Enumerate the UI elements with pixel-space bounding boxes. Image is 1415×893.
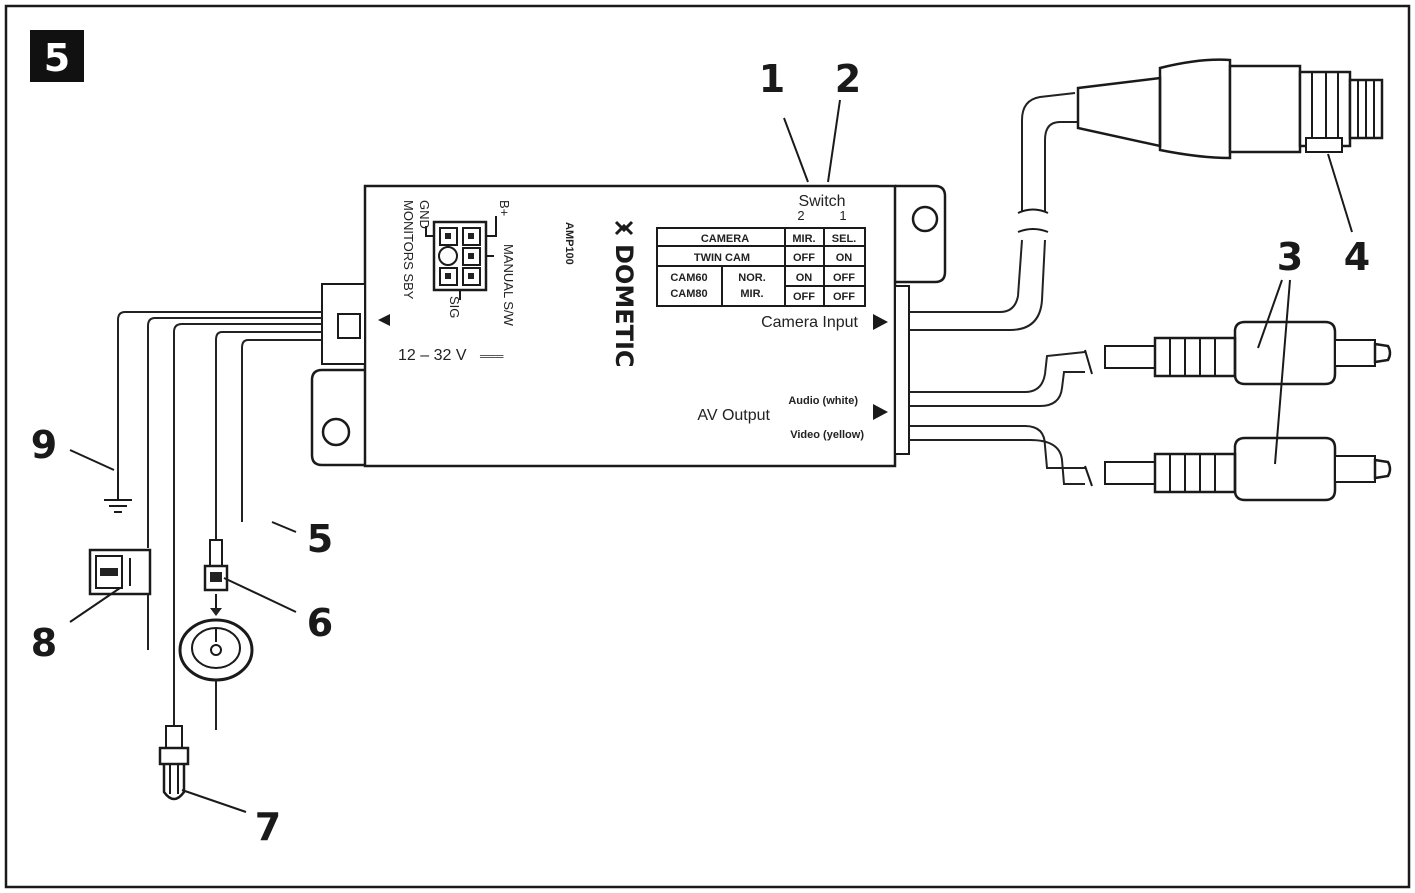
- model-label: AMP100: [563, 222, 575, 265]
- table-twin-cam: TWIN CAM: [694, 252, 750, 264]
- callout-line-5: [271, 521, 297, 533]
- video-label: Video (yellow): [790, 429, 864, 441]
- mount-tab-left: [310, 368, 368, 467]
- left-connector-plug: [337, 313, 361, 339]
- button-connector: [203, 539, 229, 616]
- camera-connector: [1076, 58, 1384, 160]
- callout-8: 8: [31, 621, 57, 665]
- callout-4: 4: [1344, 235, 1370, 279]
- blade-connector: [88, 548, 152, 650]
- brand-logo: DOMETIC: [610, 220, 638, 368]
- callout-9: 9: [31, 423, 57, 467]
- table-twin-sel: ON: [836, 252, 853, 264]
- left-arrow-icon: [378, 314, 390, 326]
- brand-name: DOMETIC: [610, 244, 638, 368]
- ground-icon: [104, 472, 132, 513]
- av-cables: [909, 349, 1093, 487]
- camera-input-label: Camera Input: [761, 314, 858, 331]
- pin-label-gnd: GND: [417, 200, 432, 229]
- callout-line-4: [1327, 153, 1353, 233]
- callout-2: 2: [835, 57, 861, 101]
- table-cam60-sel: OFF: [833, 272, 855, 284]
- table-cam80: CAM80: [670, 288, 707, 300]
- callout-line-3b: [1274, 279, 1291, 465]
- table-nor: NOR.: [738, 272, 766, 284]
- table-twin-mir: OFF: [793, 252, 815, 264]
- table-header-mir: MIR.: [792, 233, 815, 245]
- table-cam80-sel: OFF: [833, 291, 855, 303]
- rca-plug-video: [1104, 436, 1392, 502]
- callout-1: 1: [759, 57, 785, 101]
- audio-label: Audio (white): [788, 395, 858, 407]
- voltage-dc-symbol: ═══: [479, 351, 504, 363]
- av-output-label: AV Output: [697, 407, 770, 424]
- switch-col-2: 2: [797, 208, 804, 223]
- pin-connector: [425, 216, 497, 300]
- table-header-sel: SEL.: [832, 233, 856, 245]
- pin-label-monitors: MONITORS SBY: [401, 200, 416, 300]
- voltage-label: 12 – 32 V: [398, 347, 467, 364]
- table-cam80-mir: OFF: [793, 291, 815, 303]
- av-output-arrow-icon: [873, 404, 888, 420]
- switch-title: Switch: [798, 193, 845, 210]
- callout-line-8: [69, 587, 121, 623]
- camera-input-arrow-icon: [873, 314, 888, 330]
- mount-hole-right: [911, 205, 939, 233]
- rca-plug-audio: [1104, 320, 1392, 386]
- pin-label-manual: MANUAL S/W: [501, 244, 516, 327]
- callout-line-6: [223, 577, 297, 613]
- callout-3: 3: [1277, 235, 1303, 279]
- callout-line-7: [181, 789, 247, 813]
- table-mir: MIR.: [740, 288, 763, 300]
- pin-label-sig: SIG: [447, 296, 462, 318]
- table-cam60-mir: ON: [796, 272, 813, 284]
- switch-col-1: 1: [839, 208, 846, 223]
- left-harness: [117, 311, 322, 726]
- right-connector-strip: [894, 285, 910, 455]
- mount-tab-right: [895, 184, 947, 284]
- callout-line-9: [69, 449, 115, 471]
- callout-line-1: [783, 117, 809, 183]
- callout-5: 5: [307, 517, 333, 561]
- callout-line-2: [827, 99, 841, 183]
- switch-table: [656, 227, 866, 307]
- callout-6: 6: [307, 601, 333, 645]
- fuse-terminal: [158, 725, 190, 801]
- figure-number-badge: [30, 30, 84, 82]
- brand-chevron-icon: [614, 220, 634, 236]
- pin-label-bplus: B+: [497, 200, 512, 216]
- figure-frame: [4, 4, 1411, 889]
- callout-7: 7: [255, 805, 281, 849]
- figure-number: 5: [44, 36, 70, 80]
- table-cam60: CAM60: [670, 272, 707, 284]
- mount-hole-left: [321, 417, 351, 447]
- callout-line-3a: [1257, 279, 1283, 349]
- push-button: [178, 618, 254, 730]
- table-header-camera: CAMERA: [701, 233, 749, 245]
- camera-cable: [909, 92, 1078, 331]
